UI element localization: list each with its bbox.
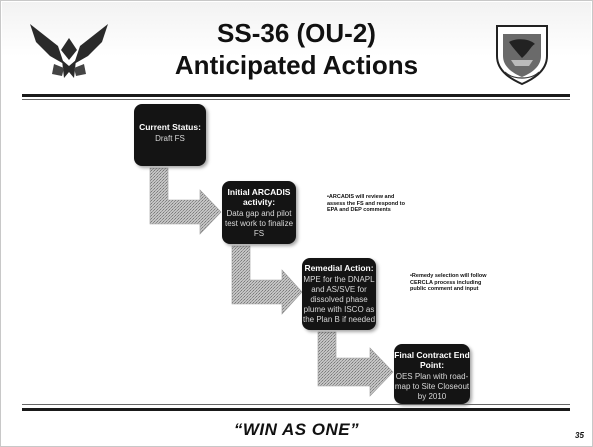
step-heading: Current Status: [139,122,201,132]
step-body: OES Plan with road-map to Site Closeout … [394,372,470,401]
arrow-step-1 [149,167,222,235]
header-background [2,2,591,92]
step-heading: Remedial Action: [304,263,374,273]
step-body: Draft FS [155,134,185,143]
arrow-step-2 [231,245,303,315]
step-final-contract-end-point: Final Contract End Point: OES Plan with … [394,344,470,404]
command-shield-emblem-icon [496,25,548,86]
footer-rule-thin [22,404,570,405]
page-number: 35 [575,431,584,440]
remedy-selection-note: •Remedy selection will follow CERCLA pro… [410,273,487,292]
step-heading: Final Contract End Point: [394,350,470,370]
footer-rule [22,408,570,411]
page-subtitle: Anticipated Actions [174,50,419,80]
step-initial-arcadis-activity: Initial ARCADIS activity: Data gap and p… [222,181,296,244]
motto: “WIN AS ONE” [233,420,360,439]
step-current-status: Current Status: Draft FS [134,104,206,166]
step-heading: Initial ARCADIS activity: [227,187,291,207]
arcadis-review-note: •ARCADIS will review and assess the FS a… [327,194,405,213]
page-title: SS-36 (OU-2) [217,18,376,48]
step-remedial-action: Remedial Action: MPE for the DNAPL and A… [302,258,376,330]
header-rule-thin [22,99,570,100]
step-body: MPE for the DNAPL and AS/SVE for dissolv… [302,275,376,324]
step-body: Data gap and pilot test work to finalize… [224,209,294,238]
arrow-step-3 [317,331,394,397]
air-force-symbol-icon [30,24,108,78]
header-rule [22,94,570,97]
